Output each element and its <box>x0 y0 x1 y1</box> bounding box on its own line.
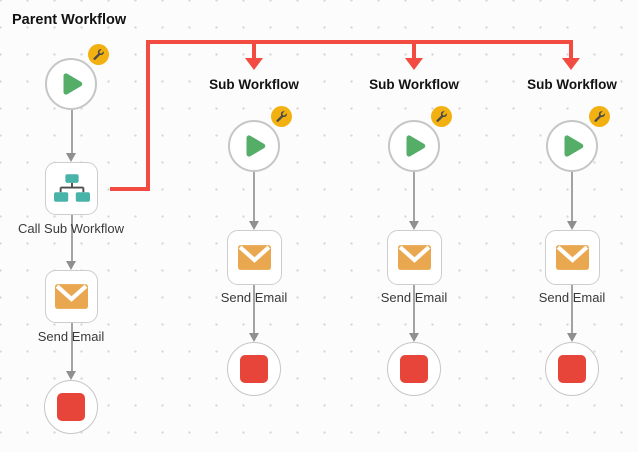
sub3-start-badge <box>589 106 610 127</box>
wrench-icon <box>93 47 106 60</box>
email-icon <box>397 245 431 270</box>
gray-arrowhead <box>409 333 419 342</box>
sub2-end-node[interactable] <box>387 342 441 396</box>
play-icon <box>246 135 266 157</box>
sub2-send-email-label: Send Email <box>380 290 448 305</box>
gray-arrowhead <box>567 221 577 230</box>
connector-parent-call-email <box>70 215 73 261</box>
sub-workflow-3-title: Sub Workflow <box>527 77 617 92</box>
sub1-send-email-node[interactable] <box>226 230 282 285</box>
stop-icon <box>558 355 586 383</box>
stop-icon <box>57 393 85 421</box>
sub3-send-email-node[interactable] <box>544 230 600 285</box>
sub2-start-node[interactable] <box>388 120 440 172</box>
sub1-send-email-label: Send Email <box>220 290 288 305</box>
connector-red-from-call-node <box>110 187 150 191</box>
parent-end-node[interactable] <box>44 380 98 434</box>
sub3-send-email-label: Send Email <box>538 290 606 305</box>
gray-arrowhead <box>249 221 259 230</box>
stop-icon <box>240 355 268 383</box>
connector-red-horizontal <box>146 40 573 44</box>
parent-call-node-label: Call Sub Workflow <box>18 221 124 236</box>
sub1-start-node[interactable] <box>228 120 280 172</box>
connector-parent-email-end <box>70 323 73 371</box>
email-icon <box>55 284 88 309</box>
parent-call-sub-workflow-node[interactable] <box>45 162 98 215</box>
gray-arrowhead <box>66 153 76 162</box>
wrench-icon <box>276 109 289 122</box>
gray-arrowhead <box>249 333 259 342</box>
sub3-end-node[interactable] <box>545 342 599 396</box>
play-icon <box>564 135 584 157</box>
gray-arrowhead <box>567 333 577 342</box>
parent-start-badge <box>88 44 109 65</box>
red-arrowhead-1 <box>245 58 263 70</box>
gray-arrowhead <box>409 221 419 230</box>
sub2-send-email-node[interactable] <box>386 230 442 285</box>
connector-sub1-email-end <box>253 285 255 333</box>
sub1-start-badge <box>271 106 292 127</box>
connector-red-branch-3 <box>569 44 573 59</box>
connector-red-branch-2 <box>412 44 416 59</box>
sub2-start-badge <box>431 106 452 127</box>
connector-sub2-email-end <box>413 285 415 333</box>
stop-icon <box>400 355 428 383</box>
wrench-icon <box>594 109 607 122</box>
sub-workflow-1-title: Sub Workflow <box>209 77 299 92</box>
sub-workflow-2-title: Sub Workflow <box>369 77 459 92</box>
sub1-end-node[interactable] <box>227 342 281 396</box>
wrench-icon <box>436 109 449 122</box>
parent-start-node[interactable] <box>45 58 97 110</box>
play-icon <box>63 73 83 95</box>
email-icon <box>555 245 589 270</box>
gray-arrowhead <box>66 371 76 380</box>
red-arrowhead-3 <box>562 58 580 70</box>
play-icon <box>406 135 426 157</box>
email-icon <box>237 245 271 270</box>
gray-arrowhead <box>66 261 76 270</box>
connector-red-branch-1 <box>252 44 256 59</box>
parent-send-email-node[interactable] <box>45 270 98 323</box>
parent-send-email-label: Send Email <box>37 329 105 344</box>
connector-sub2-start-email <box>413 172 415 221</box>
connector-sub3-email-end <box>571 285 573 333</box>
connector-parent-start-call <box>70 110 73 153</box>
red-arrowhead-2 <box>405 58 423 70</box>
connector-sub3-start-email <box>571 172 573 221</box>
parent-workflow-title: Parent Workflow <box>12 12 127 28</box>
connector-sub1-start-email <box>253 172 255 221</box>
hierarchy-icon <box>53 174 90 202</box>
connector-red-vertical <box>146 40 150 191</box>
sub3-start-node[interactable] <box>546 120 598 172</box>
